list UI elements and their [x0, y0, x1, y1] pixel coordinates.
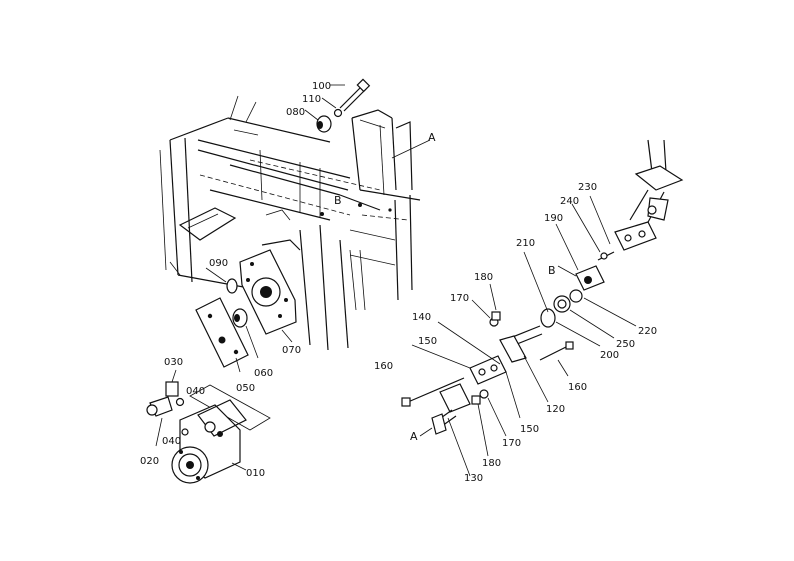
clamp-190 — [555, 223, 605, 291]
ref-label-b-top: B — [334, 194, 342, 207]
fitting-020 — [146, 396, 173, 447]
part-label-070: 070 — [282, 345, 301, 356]
reference-a-bottom: A — [410, 427, 433, 443]
seal-250 — [553, 295, 615, 339]
motor-010 — [171, 399, 247, 484]
bolt-160-right — [539, 341, 574, 377]
part-label-160-left: 160 — [374, 361, 393, 372]
spacer-060 — [232, 308, 259, 359]
joint-130 — [431, 383, 471, 477]
part-label-150-top: 150 — [418, 336, 437, 347]
steering-column — [614, 139, 684, 251]
part-label-240: 240 — [560, 196, 579, 207]
part-label-030: 030 — [164, 357, 183, 368]
ref-label-a-top: A — [428, 131, 436, 144]
part-label-160-right: 160 — [568, 382, 587, 393]
part-label-180-top: 180 — [474, 272, 493, 283]
part-label-150-bottom: 150 — [520, 424, 539, 435]
part-label-040-top: 040 — [186, 386, 205, 397]
part-label-120: 120 — [546, 404, 565, 415]
part-label-040-bottom: 040 — [162, 436, 181, 447]
part-label-010: 010 — [246, 468, 265, 479]
bushing-090 — [205, 267, 238, 294]
reference-a-top: A — [391, 131, 436, 159]
part-labels: 100 110 080 090 070 060 050 030 040 040 … — [140, 81, 657, 484]
chassis-frame — [159, 95, 421, 351]
part-label-230: 230 — [578, 182, 597, 193]
part-label-080: 080 — [286, 107, 305, 118]
shaft-120 — [499, 325, 549, 403]
nut-170-lower — [479, 389, 507, 437]
part-label-180-bottom: 180 — [482, 458, 501, 469]
part-label-050: 050 — [236, 383, 255, 394]
ring-200 — [540, 308, 601, 347]
part-label-090: 090 — [209, 258, 228, 269]
part-label-200: 200 — [600, 350, 619, 361]
part-label-190: 190 — [544, 213, 563, 224]
mount-outline — [189, 384, 271, 431]
ring-210 — [523, 251, 549, 313]
part-label-170-bottom: 170 — [502, 438, 521, 449]
part-label-060: 060 — [254, 368, 273, 379]
bolt-100-assembly — [304, 78, 371, 133]
part-label-250: 250 — [616, 339, 635, 350]
part-label-170-top: 170 — [450, 293, 469, 304]
ref-label-a-bottom: A — [410, 430, 418, 443]
bearing-220 — [569, 289, 637, 327]
reference-b-right: B — [548, 264, 577, 277]
leader-140 — [437, 321, 501, 365]
nut-180-lower — [471, 395, 489, 457]
reference-b-top: B — [334, 194, 342, 207]
part-label-140: 140 — [412, 312, 431, 323]
part-label-220: 220 — [638, 326, 657, 337]
part-label-210: 210 — [516, 238, 535, 249]
nut-180-upper — [489, 283, 501, 321]
part-label-100: 100 — [312, 81, 331, 92]
yoke-150 — [469, 355, 521, 419]
shaft-240 — [571, 195, 615, 261]
leader-150-top — [411, 344, 471, 369]
bolt-160-left — [401, 377, 465, 407]
oring-040 — [175, 397, 189, 436]
part-label-130: 130 — [464, 473, 483, 484]
part-label-110: 110 — [302, 94, 321, 105]
plate-050 — [195, 297, 249, 373]
flange-070 — [239, 249, 297, 343]
ref-label-b-right: B — [548, 264, 556, 277]
fitting-030 — [165, 369, 179, 397]
part-label-020: 020 — [140, 456, 159, 467]
